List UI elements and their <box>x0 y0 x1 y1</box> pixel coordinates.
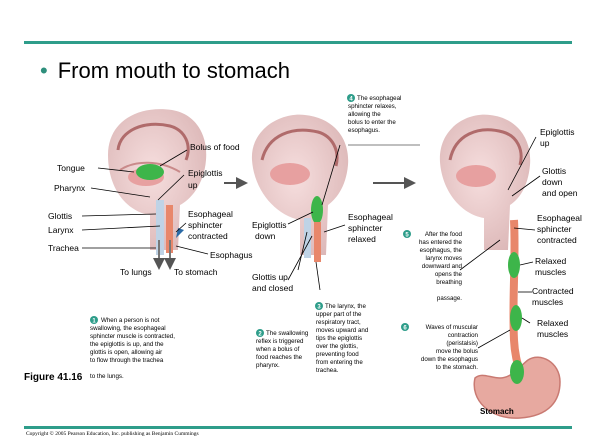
svg-text:glottis is open, allowing air: glottis is open, allowing air <box>90 349 162 356</box>
svg-text:bolus to enter the: bolus to enter the <box>348 119 396 126</box>
label-relaxed-2: Relaxed <box>537 318 568 328</box>
step2-text: The swallowing reflex is triggered when … <box>255 330 309 369</box>
svg-text:upper part of the: upper part of the <box>316 311 362 318</box>
step6-text: Waves of muscular contraction (peristals… <box>421 324 479 371</box>
copyright: Copyright © 2005 Pearson Education, Inc.… <box>26 431 199 437</box>
label-sphincter-2: Esophageal <box>348 212 393 222</box>
svg-text:Waves of muscular: Waves of muscular <box>426 324 478 331</box>
svg-text:down: down <box>542 177 563 187</box>
svg-text:up: up <box>540 138 550 148</box>
svg-text:tips the epiglottis: tips the epiglottis <box>316 335 362 342</box>
svg-text:breathing: breathing <box>436 279 462 286</box>
svg-text:sphincter muscle is contracted: sphincter muscle is contracted, <box>90 333 175 340</box>
svg-text:and open: and open <box>542 188 578 198</box>
label-larynx: Larynx <box>48 225 74 235</box>
bolus-2 <box>311 196 323 224</box>
svg-text:to the stomach.: to the stomach. <box>436 364 479 371</box>
svg-text:muscles: muscles <box>535 267 566 277</box>
svg-text:from entering the: from entering the <box>316 359 363 366</box>
label-glottis-1: Glottis <box>48 211 72 221</box>
svg-text:to the lungs.: to the lungs. <box>90 373 124 380</box>
svg-text:sphincter relaxes,: sphincter relaxes, <box>348 103 397 110</box>
svg-text:muscles: muscles <box>537 329 568 339</box>
label-stomach: Stomach <box>480 407 514 416</box>
label-epiglottis-up-3: Epiglottis <box>540 127 575 137</box>
svg-text:The swallowing: The swallowing <box>266 330 309 337</box>
label-pharynx: Pharynx <box>54 183 86 193</box>
label-epiglottis-up-1: Epiglottis <box>188 168 223 178</box>
step5-text: After the food has entered the esophagus… <box>419 231 463 302</box>
label-relaxed-1: Relaxed <box>535 256 566 266</box>
svg-text:to flow through the trachea: to flow through the trachea <box>90 357 164 364</box>
svg-text:The larynx, the: The larynx, the <box>325 303 366 310</box>
svg-text:down: down <box>255 231 276 241</box>
bottom-rule <box>24 426 572 429</box>
svg-text:the epiglottis is up, and the: the epiglottis is up, and the <box>90 341 164 348</box>
bolus-1 <box>136 164 164 180</box>
svg-text:(peristalsis): (peristalsis) <box>446 340 478 347</box>
label-to-lungs: To lungs <box>120 267 152 277</box>
svg-text:esophagus, the: esophagus, the <box>420 247 463 254</box>
label-trachea: Trachea <box>48 243 79 253</box>
svg-text:When a person is not: When a person is not <box>101 317 160 324</box>
svg-text:contraction: contraction <box>448 332 479 339</box>
svg-text:allowing the: allowing the <box>348 111 381 118</box>
svg-text:over the glottis,: over the glottis, <box>316 343 358 350</box>
label-sphincter-1: Esophageal <box>188 209 233 219</box>
label-glottis-3: Glottis <box>542 166 566 176</box>
svg-text:larynx moves: larynx moves <box>426 255 462 262</box>
svg-text:sphincter: sphincter <box>188 220 223 230</box>
svg-text:down the esophagus: down the esophagus <box>421 356 478 363</box>
bolus-3 <box>510 360 524 384</box>
label-contracted: Contracted <box>532 286 574 296</box>
label-sphincter-3: Esophageal <box>537 213 582 223</box>
svg-text:reflex is triggered: reflex is triggered <box>256 338 304 345</box>
label-epiglottis-down: Epiglottis <box>252 220 287 230</box>
svg-text:contracted: contracted <box>188 231 228 241</box>
svg-text:contracted: contracted <box>537 235 577 245</box>
svg-text:respiratory tract,: respiratory tract, <box>316 319 361 326</box>
figure-label: Figure 41.16 <box>24 372 82 383</box>
svg-text:passage.: passage. <box>437 295 462 302</box>
svg-text:preventing food: preventing food <box>316 351 359 358</box>
step1-text: When a person is not swallowing, the eso… <box>90 317 175 380</box>
svg-text:up: up <box>188 180 198 190</box>
svg-text:has entered the: has entered the <box>419 239 463 246</box>
svg-text:sphincter: sphincter <box>537 224 572 234</box>
svg-text:esophagus.: esophagus. <box>348 127 380 134</box>
svg-text:The esophageal: The esophageal <box>357 95 401 102</box>
svg-text:pharynx.: pharynx. <box>256 362 280 369</box>
svg-text:relaxed: relaxed <box>348 234 376 244</box>
svg-text:sphincter: sphincter <box>348 223 383 233</box>
svg-text:After the food: After the food <box>425 231 463 238</box>
svg-text:and closed: and closed <box>252 283 293 293</box>
svg-text:trachea.: trachea. <box>316 367 339 374</box>
svg-text:muscles: muscles <box>532 297 563 307</box>
label-to-stomach: To stomach <box>174 267 218 277</box>
svg-text:swallowing, the esophageal: swallowing, the esophageal <box>90 325 166 332</box>
svg-text:when a bolus of: when a bolus of <box>255 346 300 353</box>
label-glottis-2: Glottis up <box>252 272 288 282</box>
label-esophagus: Esophagus <box>210 250 253 260</box>
label-bolus: Bolus of food <box>190 142 240 152</box>
svg-text:opens the: opens the <box>435 271 463 278</box>
svg-text:downward and: downward and <box>422 263 463 270</box>
svg-text:move the bolus: move the bolus <box>436 348 478 355</box>
step4-text: The esophageal sphincter relaxes, allowi… <box>348 95 401 134</box>
label-tongue: Tongue <box>57 163 85 173</box>
svg-text:food reaches the: food reaches the <box>256 354 303 361</box>
svg-text:moves upward and: moves upward and <box>316 327 369 334</box>
step3-text: The larynx, the upper part of the respir… <box>316 303 369 374</box>
